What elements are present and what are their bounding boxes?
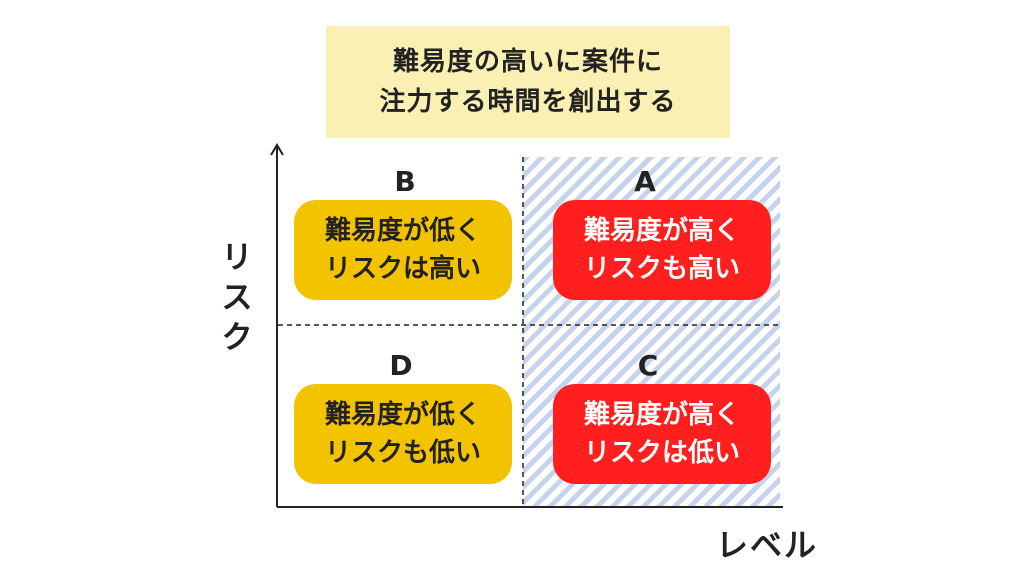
x-axis-label: レベル — [716, 526, 819, 564]
quadrant-b-letter: B — [394, 165, 416, 198]
title-box: 難易度の高いに案件に 注力する時間を創出する — [326, 26, 730, 138]
quadrant-c-letter: C — [637, 349, 659, 382]
quadrant-a-line2: リスクも高い — [583, 254, 740, 284]
quadrant-a-box: 難易度が高く リスクも高い — [553, 200, 771, 300]
quadrant-b-line2: リスクは高い — [324, 254, 481, 284]
quadrant-d-line1: 難易度が低く — [324, 400, 481, 430]
quadrant-b-box: 難易度が低く リスクは高い — [294, 200, 512, 300]
title-line-1: 難易度の高いに案件に — [392, 47, 663, 77]
quadrant-d-letter: D — [389, 349, 413, 382]
quadrant-c-line2: リスクは低い — [583, 438, 740, 468]
quadrant-a-line1: 難易度が高く — [583, 216, 740, 246]
y-axis-label: リスク — [216, 240, 254, 360]
quadrant-d-line2: リスクも低い — [324, 438, 481, 468]
quadrant-c-line1: 難易度が高く — [583, 400, 740, 430]
quadrant-c-box: 難易度が高く リスクは低い — [553, 384, 771, 484]
quadrant-d-box: 難易度が低く リスクも低い — [294, 384, 512, 484]
quadrant-a-letter: A — [634, 165, 656, 198]
quadrant-b-line1: 難易度が低く — [324, 216, 481, 246]
title-line-2: 注力する時間を創出する — [379, 87, 677, 117]
y-axis-arrowhead — [270, 143, 284, 156]
